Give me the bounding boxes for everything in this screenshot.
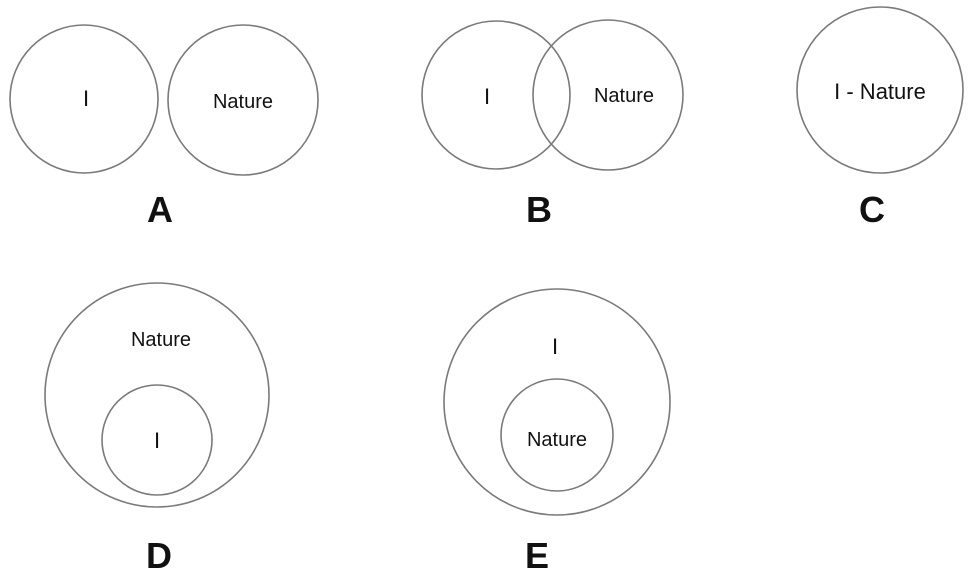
panel-c-label: I - Nature <box>834 79 926 104</box>
panel-b-label-nature: Nature <box>594 85 654 107</box>
panel-c-circle <box>796 6 964 174</box>
panel-b-circle-nature <box>532 19 684 171</box>
panel-a-circle-nature <box>167 24 319 176</box>
panel-d-label-i: I <box>154 428 160 453</box>
panel-b-label-i: I <box>484 84 490 109</box>
panel-b-circle-i <box>421 20 571 170</box>
panel-a-circle-i <box>9 24 159 174</box>
panel-d-circle-i <box>101 384 213 496</box>
panel-a-letter: A <box>147 189 173 230</box>
panel-b-letter: B <box>526 189 552 230</box>
panel-d-label-nature: Nature <box>131 329 191 351</box>
panel-d-letter: D <box>146 535 172 576</box>
panel-e-label-nature: Nature <box>527 429 587 451</box>
panel-a-label-nature: Nature <box>213 91 273 113</box>
panel-c-letter: C <box>859 189 885 230</box>
panel-d: Nature I D <box>44 282 270 576</box>
panel-e-letter: E <box>525 535 549 576</box>
panel-e-circle-nature <box>500 378 614 492</box>
panel-a: I Nature A <box>9 24 319 230</box>
panel-e-label-i: I <box>552 334 558 359</box>
panel-a-label-i: I <box>83 86 89 111</box>
panel-d-circle-nature <box>44 282 270 508</box>
panel-b: I Nature B <box>421 19 684 230</box>
panel-e-circle-i <box>443 288 671 516</box>
panel-c: I - Nature C <box>796 6 964 230</box>
panel-e: I Nature E <box>443 288 671 576</box>
